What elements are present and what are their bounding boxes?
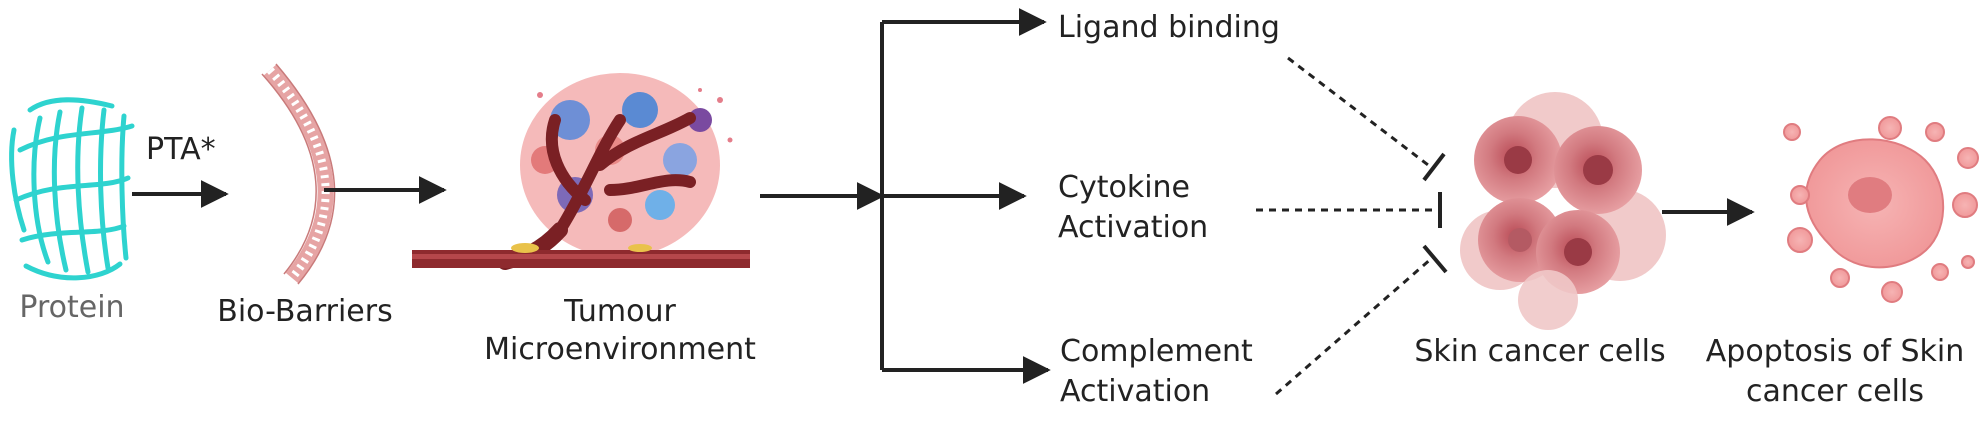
bio-barriers-label: Bio-Barriers [217, 294, 393, 329]
complement-label-line2: Activation [1060, 374, 1211, 409]
apoptosis-label-line2: cancer cells [1746, 374, 1924, 409]
pta-label: PTA* [146, 132, 216, 167]
tumour-label-line2: Microenvironment [484, 332, 756, 367]
inhibition-lines [1256, 56, 1438, 396]
cytokine-label-line1: Cytokine [1058, 170, 1190, 205]
branch-connector [880, 8, 1051, 384]
apoptotic-cells-icon [1783, 116, 1979, 303]
complement-label-line1: Complement [1060, 334, 1253, 369]
skin-cancer-cells-icon [1460, 92, 1666, 330]
inhibition-bars [1422, 152, 1448, 274]
bio-barrier-membrane-icon [261, 63, 336, 285]
cytokine-label-line2: Activation [1058, 210, 1209, 245]
skin-cancer-cells-label: Skin cancer cells [1414, 334, 1666, 369]
ligand-binding-label: Ligand binding [1058, 10, 1280, 45]
tumour-microenvironment-icon [412, 73, 750, 270]
apoptosis-label-line1: Apoptosis of Skin [1705, 334, 1965, 369]
protein-barrel-icon [9, 97, 135, 281]
protein-label: Protein [19, 290, 125, 325]
tumour-label-line1: Tumour [564, 294, 676, 329]
